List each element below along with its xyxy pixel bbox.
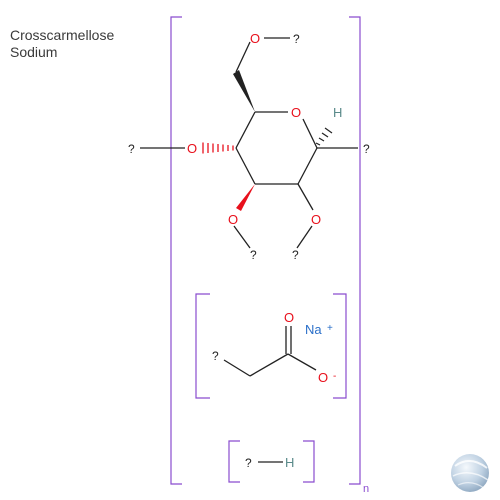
attachment-r4-left: ?	[128, 142, 135, 156]
atom-h-anomeric: H	[333, 105, 342, 120]
stereo-wedges	[202, 70, 333, 211]
carboxymethyl-bracket-right	[333, 293, 347, 399]
glucose-ring	[140, 37, 358, 249]
bond-c3-c4	[235, 147, 256, 185]
attachment-hydrogen: ?	[245, 456, 252, 470]
compound-name: Crosscarmellose Sodium	[10, 27, 114, 61]
bond-o2-r	[296, 225, 313, 249]
atom-o6: O	[250, 31, 260, 46]
attachment-acetate: ?	[212, 349, 219, 363]
sodium-charge: +	[327, 323, 333, 334]
atom-carbonyl-o: O	[284, 310, 294, 325]
carboxylate-charge: -	[333, 371, 336, 382]
hash-c1-h	[315, 127, 333, 146]
attachment-r2: ?	[292, 248, 299, 262]
polymer-bracket	[170, 16, 361, 485]
bond-ch2-c	[249, 353, 289, 377]
sphere-logo-icon	[451, 454, 489, 492]
polymer-bracket-right	[349, 16, 361, 485]
atom-carboxylate-o: O	[318, 370, 328, 385]
bond-c4-c5	[235, 111, 256, 149]
attachment-r3: ?	[250, 248, 257, 262]
hash-c4-o4	[202, 142, 234, 154]
bond-r-ch2	[223, 359, 251, 377]
polymer-bracket-left	[170, 16, 182, 485]
hydrogen-bracket	[228, 440, 315, 483]
attachment-r1-right: ?	[363, 142, 370, 156]
atom-sodium: Na	[305, 322, 322, 337]
atom-hydrogen: H	[285, 455, 294, 470]
bond-c6-o6	[235, 41, 251, 73]
bond-o3-r	[233, 225, 251, 249]
compound-name-line2: Sodium	[10, 44, 58, 60]
hydrogen-bracket-left	[228, 440, 240, 483]
atom-o-ring: O	[291, 105, 301, 120]
atom-o4: O	[187, 141, 197, 156]
carboxymethyl-bracket	[195, 293, 347, 399]
bond-oring-c1	[302, 118, 318, 149]
wedge-c5-c6	[233, 70, 255, 112]
hydrogen-bracket-right	[303, 440, 315, 483]
bond-c-o-minus	[287, 353, 317, 371]
bond-c2-o2	[297, 183, 314, 211]
wedge-c3-o3	[236, 184, 255, 211]
carboxymethyl-bracket-left	[195, 293, 210, 399]
atom-o2: O	[311, 212, 321, 227]
atom-o3: O	[228, 212, 238, 227]
carboxymethyl-bonds	[223, 326, 317, 377]
repeat-label-n: n	[363, 483, 369, 495]
bond-c1-c2	[297, 147, 318, 185]
attachment-r6: ?	[293, 32, 300, 46]
compound-name-line1: Crosscarmellose	[10, 27, 115, 43]
